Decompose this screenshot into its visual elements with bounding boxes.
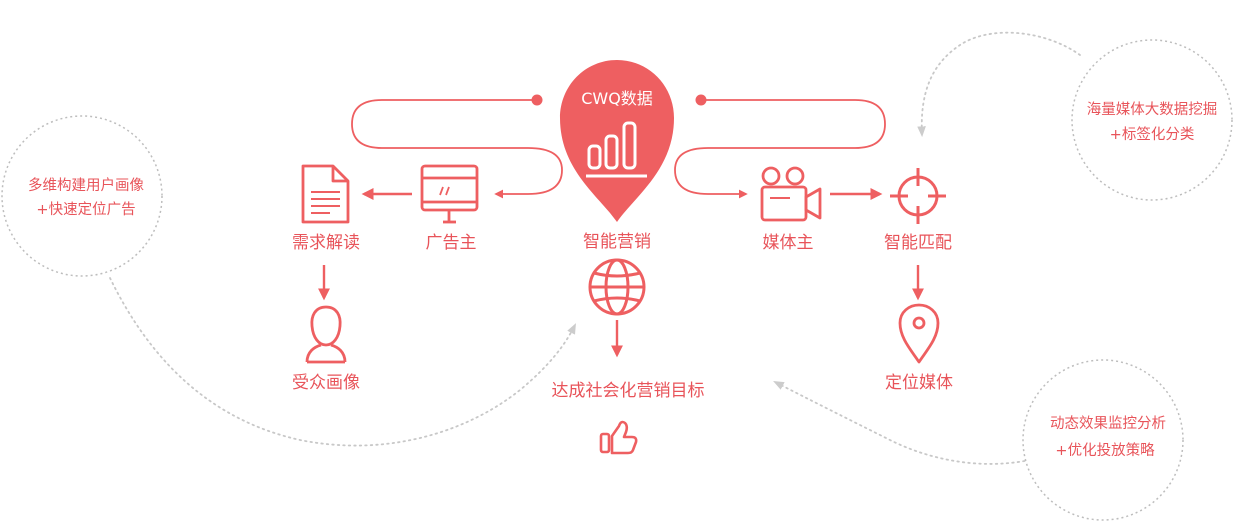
globe-icon xyxy=(588,258,646,316)
monitor-icon xyxy=(420,164,479,224)
bubble-top-right-line2: +标签化分类 xyxy=(1110,126,1195,143)
connector-lines xyxy=(351,99,886,199)
bubble-top-right-line1: 海量媒体大数据挖掘 xyxy=(1087,101,1218,118)
thumbs-up-icon xyxy=(599,420,638,455)
dotted-path-left xyxy=(109,277,576,447)
bubble-left-line1: 多维构建用户画像 xyxy=(28,177,144,194)
dotted-path-top xyxy=(917,31,1081,138)
crosshair-icon xyxy=(890,168,946,224)
center-title: CWQ数据 xyxy=(581,89,653,108)
needs-label: 需求解读 xyxy=(292,233,360,253)
center-label: 智能营销 xyxy=(583,232,651,252)
center-pin: CWQ数据 xyxy=(560,60,674,222)
loop-left xyxy=(351,99,563,199)
locate-label: 定位媒体 xyxy=(885,373,953,393)
bubble-top-right: 海量媒体大数据挖掘 +标签化分类 xyxy=(1071,39,1233,201)
dotted-path-bottom xyxy=(773,381,1031,465)
matching-label: 智能匹配 xyxy=(884,233,952,253)
document-icon xyxy=(301,164,350,224)
flow-arrows xyxy=(318,188,924,358)
audience-label: 受众画像 xyxy=(292,373,360,393)
loop-right xyxy=(674,99,886,199)
video-camera-icon xyxy=(760,166,822,222)
user-icon xyxy=(305,305,347,364)
goal-label: 达成社会化营销目标 xyxy=(552,381,705,401)
bubble-bottom-right: 动态效果监控分析 +优化投放策略 xyxy=(1022,359,1184,521)
bubble-left: 多维构建用户画像 +快速定位广告 xyxy=(1,115,163,277)
map-pin-icon xyxy=(898,303,940,364)
bar-chart-icon xyxy=(586,121,647,178)
bubble-bottom-right-line2: +优化投放策略 xyxy=(1055,442,1155,459)
bubble-left-line2: +快速定位广告 xyxy=(36,201,135,218)
advertiser-label: 广告主 xyxy=(426,233,477,253)
media-owner-label: 媒体主 xyxy=(763,233,814,253)
loop-left-dot xyxy=(531,94,543,106)
loop-right-dot xyxy=(695,94,707,106)
bubble-bottom-right-line1: 动态效果监控分析 xyxy=(1050,415,1166,432)
